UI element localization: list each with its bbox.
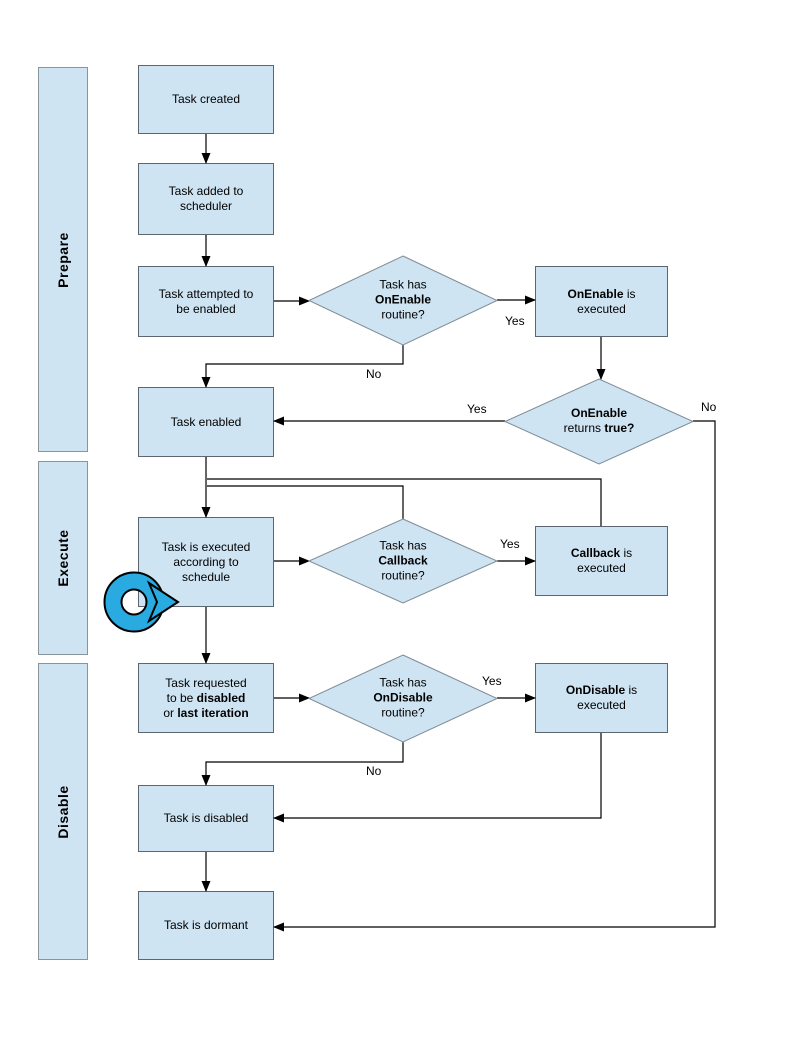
node-task-dormant: Task is dormant xyxy=(138,891,274,960)
node-task-executed: Task is executed according to schedule xyxy=(138,517,274,607)
decision-onenable-true-text: OnEnable returns true? xyxy=(563,406,635,435)
node-task-added: Task added to scheduler xyxy=(138,163,274,235)
lane-disable: Disable xyxy=(38,663,88,960)
node-task-executed-label: Task is executed according to schedule xyxy=(161,539,251,584)
lane-disable-label: Disable xyxy=(55,784,71,839)
label-has-onenable-yes: Yes xyxy=(505,314,525,328)
node-task-added-label: Task added to scheduler xyxy=(168,184,244,213)
node-onenable-executed-label: OnEnable is executed xyxy=(567,286,636,316)
node-task-enabled-label: Task enabled xyxy=(170,414,242,429)
decision-has-callback-text: Task has Callback routine? xyxy=(378,538,428,583)
edge-ondisable-exec-to-disabled xyxy=(273,733,602,823)
label-has-ondisable-yes: Yes xyxy=(482,674,502,688)
lane-execute-label: Execute xyxy=(55,529,71,587)
edge-has-callback-no-loop xyxy=(207,485,404,519)
node-callback-executed: Callback is executed xyxy=(535,526,668,596)
node-ondisable-executed: OnDisable is executed xyxy=(535,663,668,733)
node-onenable-executed: OnEnable is executed xyxy=(535,266,668,337)
node-ondisable-executed-label: OnDisable is executed xyxy=(565,683,638,712)
node-task-attempted-label: Task attempted to be enabled xyxy=(158,286,254,316)
decision-has-onenable-text: Task has OnEnable routine? xyxy=(374,277,431,322)
lane-prepare-label: Prepare xyxy=(55,231,71,288)
node-task-requested-label: Task requested to be disabled or last it… xyxy=(163,675,249,720)
label-has-callback-yes: Yes xyxy=(500,537,520,551)
node-task-enabled: Task enabled xyxy=(138,387,274,457)
label-onenable-true-no: No xyxy=(701,400,717,414)
node-task-disabled: Task is disabled xyxy=(138,785,274,852)
label-onenable-true-yes: Yes xyxy=(467,402,487,416)
node-task-dormant-label: Task is dormant xyxy=(163,918,249,932)
node-task-disabled-label: Task is disabled xyxy=(163,811,249,825)
node-callback-executed-label: Callback is executed xyxy=(570,546,633,575)
lane-prepare: Prepare xyxy=(38,67,88,452)
label-has-onenable-no: No xyxy=(366,367,382,381)
lane-execute: Execute xyxy=(38,461,88,655)
node-task-created: Task created xyxy=(138,65,274,134)
decision-has-ondisable-text: Task has OnDisable routine? xyxy=(373,675,433,720)
label-has-ondisable-no: No xyxy=(366,764,382,778)
node-task-created-label: Task created xyxy=(171,92,241,106)
node-task-attempted: Task attempted to be enabled xyxy=(138,266,274,337)
node-task-requested: Task requested to be disabled or last it… xyxy=(138,663,274,733)
